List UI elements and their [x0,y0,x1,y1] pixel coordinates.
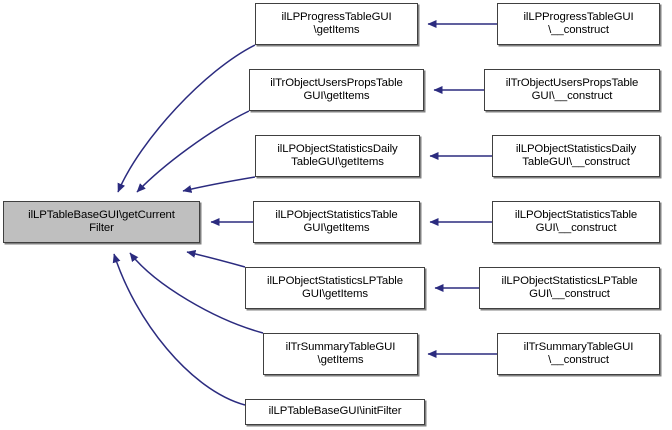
node-label: ilLPObjectStatisticsLPTable GUI\getItems [267,274,403,301]
node-ctor-tr-summary-table-gui-construct[interactable]: ilTrSummaryTableGUI \__construct [497,333,660,375]
node-label: ilLPTableBaseGUI\getCurrent Filter [28,208,175,235]
node-label: ilLPProgressTableGUI \__construct [523,10,634,37]
node-ctor-tr-object-users-props-table-gui-construct[interactable]: ilTrObjectUsersPropsTable GUI\__construc… [484,69,660,111]
node-focus-get-current-filter[interactable]: ilLPTableBaseGUI\getCurrent Filter [3,201,200,243]
node-caller-tr-object-users-props-table-gui-get-items[interactable]: ilTrObjectUsersPropsTable GUI\getItems [249,69,424,111]
node-label: ilTrSummaryTableGUI \getItems [285,340,396,367]
node-label: ilLPProgressTableGUI \getItems [281,10,392,37]
node-label: ilLPObjectStatisticsDaily TableGUI\__con… [515,142,637,169]
edge-caller-1-to-focus [117,44,256,193]
edge-caller-5-to-focus [186,250,246,268]
node-label: ilTrObjectUsersPropsTable GUI\__construc… [505,76,639,103]
node-label: ilLPObjectStatisticsDaily TableGUI\getIt… [277,142,398,169]
edge-caller-7-to-focus [112,253,246,406]
node-ctor-lp-object-statistics-lp-table-gui-construct[interactable]: ilLPObjectStatisticsLPTable GUI\__constr… [479,267,660,309]
node-caller-lp-object-statistics-daily-table-gui-get-items[interactable]: ilLPObjectStatisticsDaily TableGUI\getIt… [255,135,420,177]
node-ctor-lp-progress-table-gui-construct[interactable]: ilLPProgressTableGUI \__construct [497,3,660,45]
node-caller-tr-summary-table-gui-get-items[interactable]: ilTrSummaryTableGUI \getItems [263,333,418,375]
edge-caller-3-to-focus [182,176,256,193]
node-label: ilLPTableBaseGUI\initFilter [268,405,402,418]
node-ctor-lp-object-statistics-table-gui-construct[interactable]: ilLPObjectStatisticsTable GUI\__construc… [492,201,660,243]
node-caller-lp-object-statistics-lp-table-gui-get-items[interactable]: ilLPObjectStatisticsLPTable GUI\getItems [245,267,425,309]
edge-caller-6-to-focus [129,252,264,334]
node-label: ilLPObjectStatisticsTable GUI\getItems [275,208,398,235]
node-caller-lp-table-base-gui-init-filter[interactable]: ilLPTableBaseGUI\initFilter [245,399,425,425]
node-caller-lp-progress-table-gui-get-items[interactable]: ilLPProgressTableGUI \getItems [255,3,418,45]
node-label: ilTrObjectUsersPropsTable GUI\getItems [270,76,403,103]
node-caller-lp-object-statistics-table-gui-get-items[interactable]: ilLPObjectStatisticsTable GUI\getItems [253,201,420,243]
node-ctor-lp-object-statistics-daily-table-gui-construct[interactable]: ilLPObjectStatisticsDaily TableGUI\__con… [492,135,660,177]
node-label: ilTrSummaryTableGUI \__construct [523,340,634,367]
node-label: ilLPObjectStatisticsTable GUI\__construc… [514,208,638,235]
node-label: ilLPObjectStatisticsLPTable GUI\__constr… [501,274,638,301]
edge-caller-2-to-focus [136,110,250,193]
